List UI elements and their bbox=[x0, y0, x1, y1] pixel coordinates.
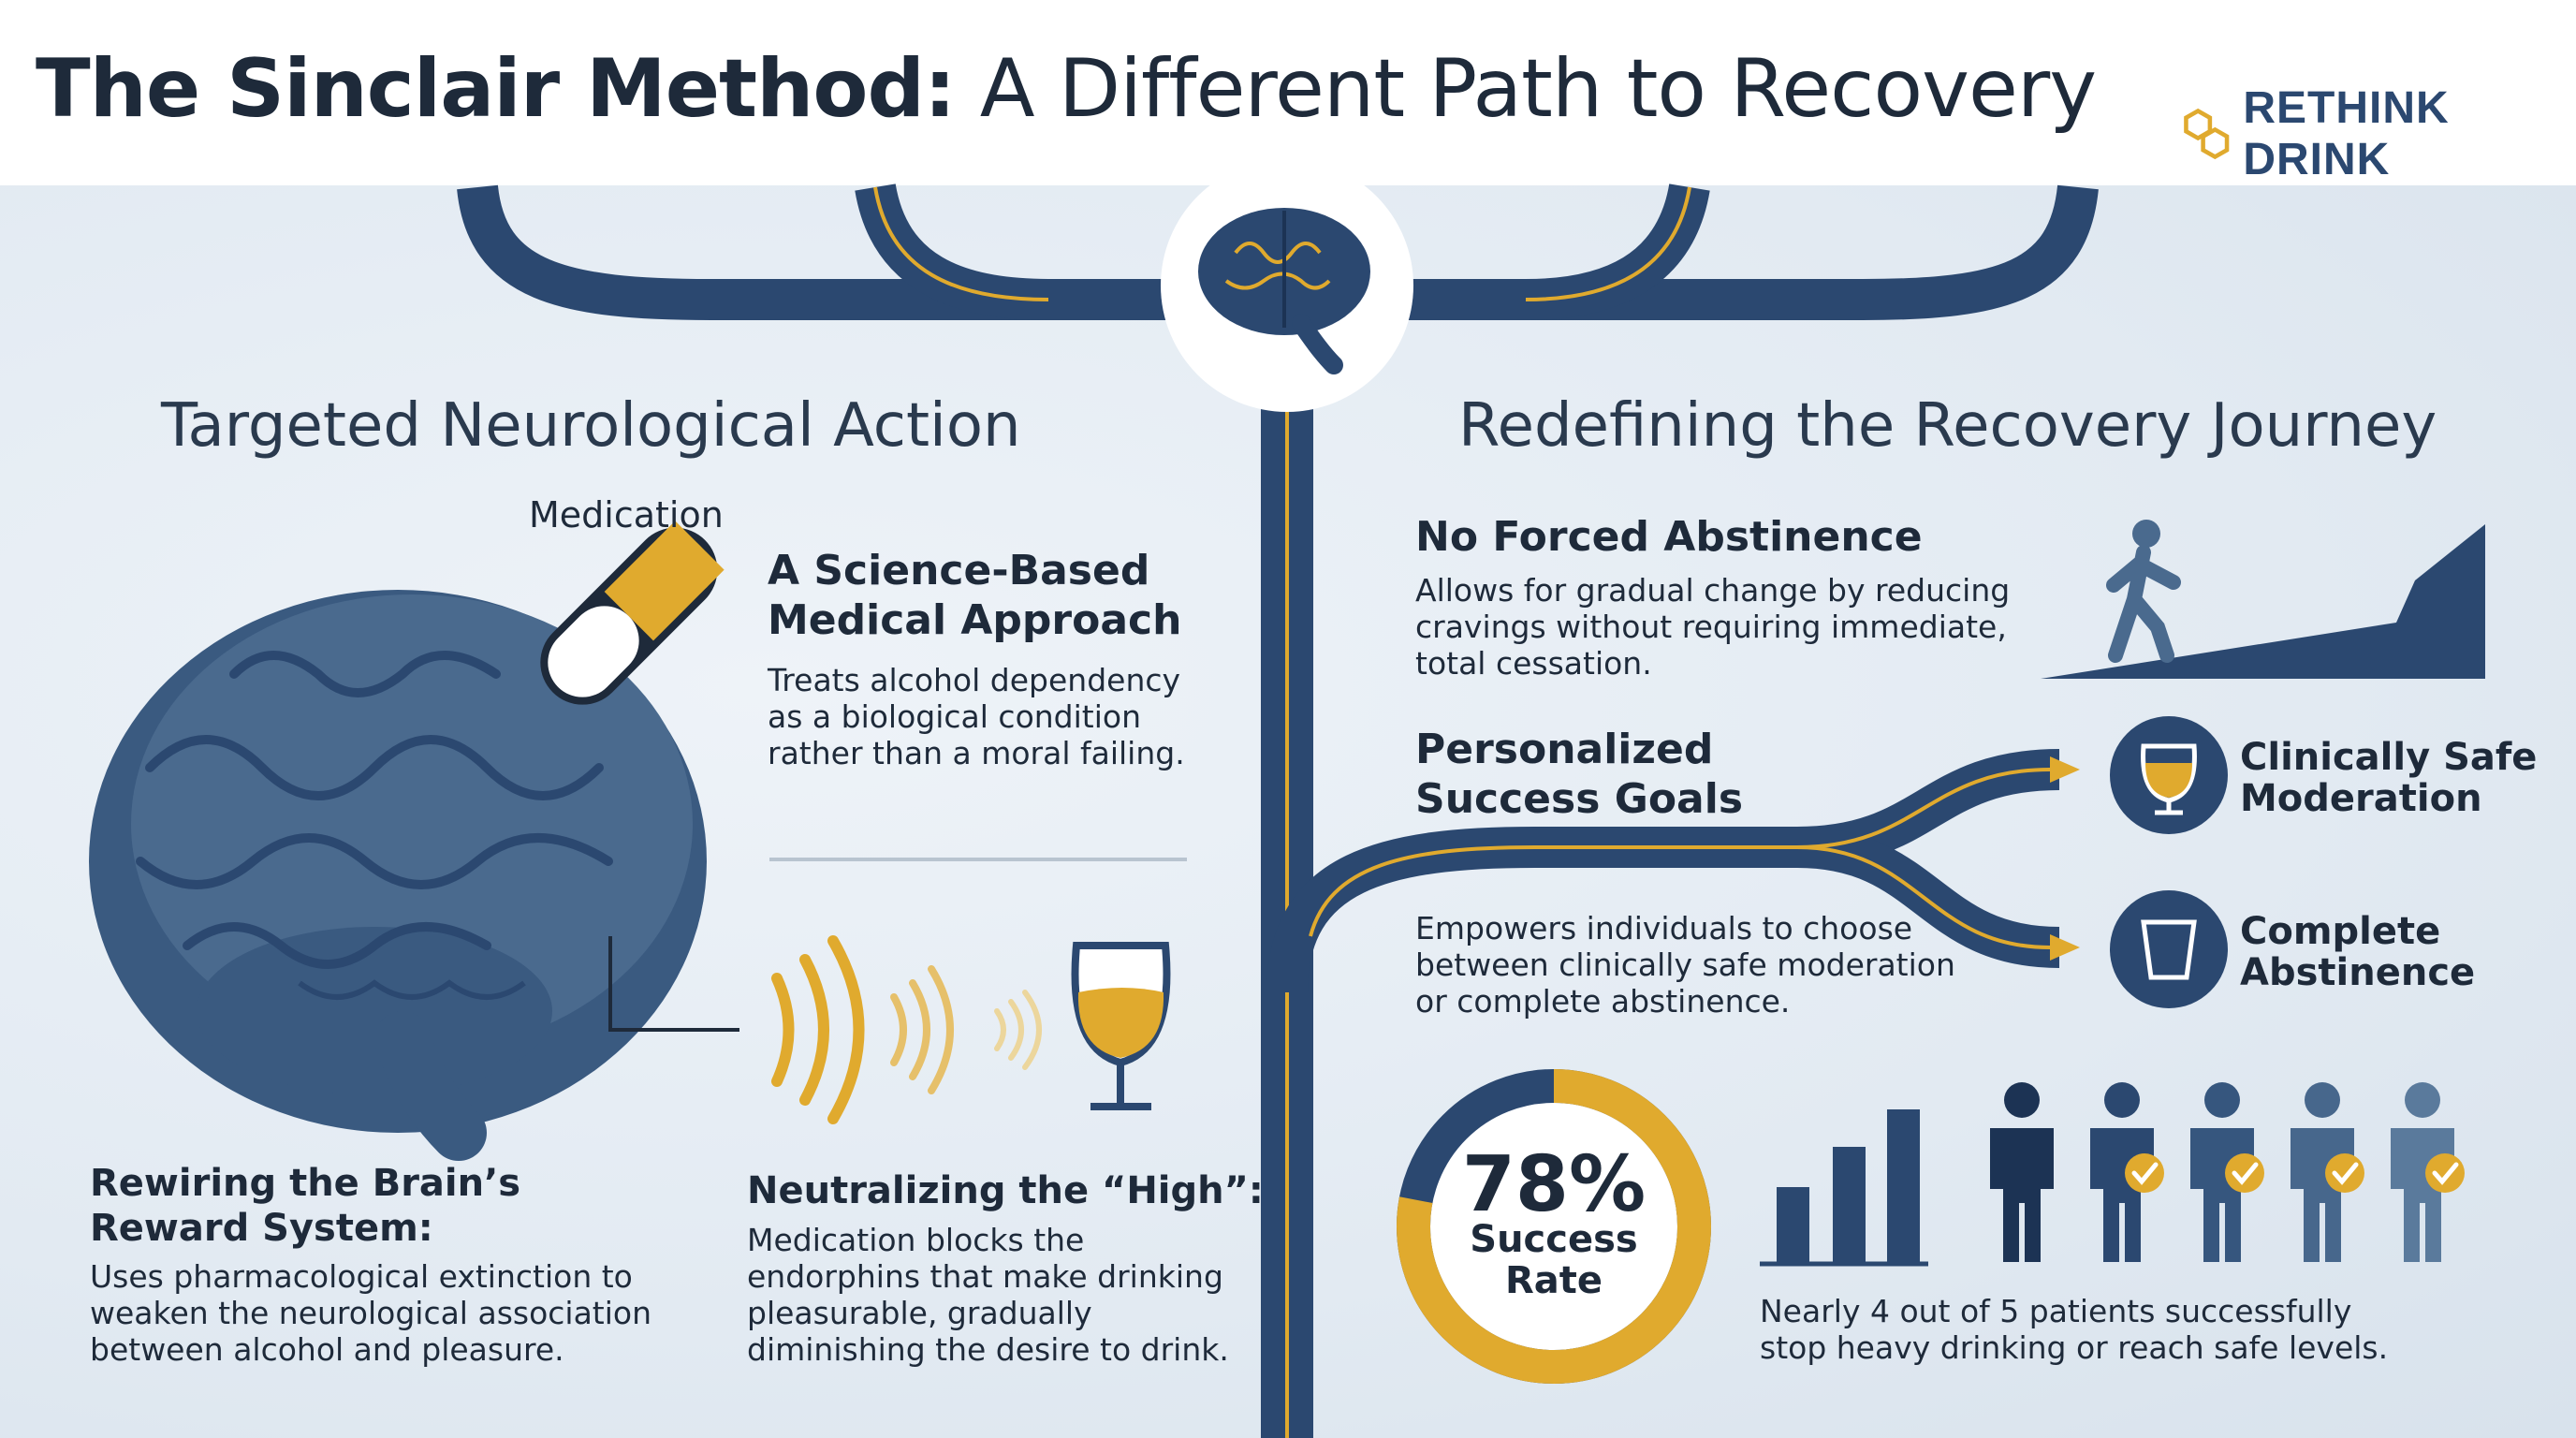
abstinence-body: Allows for gradual change by reducing cr… bbox=[1415, 572, 2011, 682]
signal-waves-icon bbox=[771, 935, 1042, 1124]
goals-title-line2: Success Goals bbox=[1415, 774, 1744, 823]
science-body-line3: rather than a moral failing. bbox=[768, 734, 1185, 771]
empty-glass-icon bbox=[2110, 890, 2228, 1008]
header: The Sinclair Method: A Different Path to… bbox=[0, 0, 2576, 185]
abstinence-body-line2: cravings without requiring immediate, bbox=[1415, 608, 2007, 645]
science-title-line2: Medical Approach bbox=[768, 595, 1182, 644]
right-section-title: Redefining the Recovery Journey bbox=[1458, 391, 2437, 461]
large-brain-icon bbox=[89, 590, 707, 1161]
wine-glass-icon bbox=[1071, 942, 1171, 1110]
success-percent: 78% bbox=[1461, 1140, 1647, 1229]
rewiring-body: Uses pharmacological extinction to weake… bbox=[90, 1258, 652, 1369]
check-icon bbox=[2225, 1153, 2264, 1193]
neutralizing-title: Neutralizing the “High”: bbox=[747, 1169, 1264, 1212]
abstinence-title: No Forced Abstinence bbox=[1415, 513, 1923, 561]
logo-text: RETHINK DRINK bbox=[2243, 83, 2450, 184]
science-body-line2: as a biological condition bbox=[768, 697, 1141, 735]
success-caption-line1: Nearly 4 out of 5 patients successfully bbox=[1760, 1293, 2352, 1329]
abstinence-body-line1: Allows for gradual change by reducing bbox=[1415, 572, 2011, 609]
brain-icon bbox=[1161, 159, 1413, 412]
rewiring-body-line1: Uses pharmacological extinction to bbox=[90, 1258, 633, 1295]
goals-body-line3: or complete abstinence. bbox=[1415, 982, 1791, 1020]
science-body: Treats alcohol dependency as a biologica… bbox=[768, 662, 1185, 772]
walking-person-icon bbox=[2041, 520, 2485, 679]
people-row bbox=[1990, 1082, 2465, 1262]
person-icon bbox=[2190, 1082, 2264, 1262]
success-label-line2: Rate bbox=[1504, 1259, 1603, 1302]
person-icon bbox=[1990, 1082, 2054, 1262]
success-rate-donut bbox=[1397, 1069, 1711, 1384]
option-abstinence-line2: Abstinence bbox=[2240, 951, 2476, 994]
person-icon bbox=[2291, 1082, 2364, 1262]
check-icon bbox=[2125, 1153, 2164, 1193]
left-section-title: Targeted Neurological Action bbox=[161, 391, 1021, 461]
title-bold: The Sinclair Method: bbox=[36, 42, 956, 136]
connector-line bbox=[608, 936, 739, 1032]
moderation-glass-icon bbox=[2110, 716, 2228, 834]
page-title: The Sinclair Method: A Different Path to… bbox=[36, 49, 2097, 129]
science-title-line1: A Science-Based bbox=[768, 547, 1150, 594]
rewiring-title: Rewiring the Brain’s Reward System: bbox=[90, 1161, 520, 1251]
check-icon bbox=[2325, 1153, 2364, 1193]
neutralizing-body-line2: endorphins that make drinking bbox=[747, 1257, 1223, 1295]
option-moderation-line1: Clinically Safe bbox=[2240, 736, 2538, 779]
person-icon bbox=[2090, 1082, 2164, 1262]
option-abstinence-line1: Complete bbox=[2240, 910, 2441, 953]
road-branches bbox=[457, 183, 2099, 1438]
science-title: A Science-Based Medical Approach bbox=[768, 547, 1181, 646]
goals-body-line1: Empowers individuals to choose bbox=[1415, 910, 1913, 946]
option-moderation-line2: Moderation bbox=[2240, 777, 2482, 820]
abstinence-body-line3: total cessation. bbox=[1415, 644, 1652, 682]
rewiring-body-line3: between alcohol and pleasure. bbox=[90, 1330, 564, 1368]
science-body-line1: Treats alcohol dependency bbox=[768, 662, 1181, 698]
option-moderation: Clinically Safe Moderation bbox=[2240, 737, 2537, 819]
success-label: Success Rate bbox=[1460, 1219, 1647, 1301]
rewiring-title-line2: Reward System: bbox=[90, 1207, 433, 1250]
goals-body: Empowers individuals to choose between c… bbox=[1415, 910, 1955, 1020]
neutralizing-body: Medication blocks the endorphins that ma… bbox=[747, 1222, 1229, 1369]
medication-label: Medication bbox=[529, 494, 724, 536]
success-caption: Nearly 4 out of 5 patients successfully … bbox=[1760, 1293, 2389, 1367]
neutralizing-body-line1: Medication blocks the bbox=[747, 1222, 1085, 1258]
person-icon bbox=[2391, 1082, 2465, 1262]
option-abstinence: Complete Abstinence bbox=[2240, 911, 2475, 993]
neutralizing-body-line4: diminishing the desire to drink. bbox=[747, 1330, 1229, 1368]
rewiring-body-line2: weaken the neurological association bbox=[90, 1294, 652, 1331]
bar-chart-icon bbox=[1760, 1109, 1928, 1267]
success-caption-line2: stop heavy drinking or reach safe levels… bbox=[1760, 1328, 2389, 1366]
goals-title: Personalized Success Goals bbox=[1415, 726, 1743, 825]
goals-body-line2: between clinically safe moderation bbox=[1415, 946, 1955, 983]
pill-icon bbox=[540, 521, 724, 705]
goals-title-line1: Personalized bbox=[1415, 726, 1714, 773]
success-label-line1: Success bbox=[1470, 1218, 1638, 1261]
check-icon bbox=[2425, 1153, 2465, 1193]
logo-hexagon-icon bbox=[2184, 108, 2230, 160]
neutralizing-body-line3: pleasurable, gradually bbox=[747, 1294, 1092, 1331]
title-light: A Different Path to Recovery bbox=[979, 42, 2097, 136]
logo: RETHINK DRINK bbox=[2181, 82, 2576, 185]
rewiring-title-line1: Rewiring the Brain’s bbox=[90, 1162, 521, 1205]
